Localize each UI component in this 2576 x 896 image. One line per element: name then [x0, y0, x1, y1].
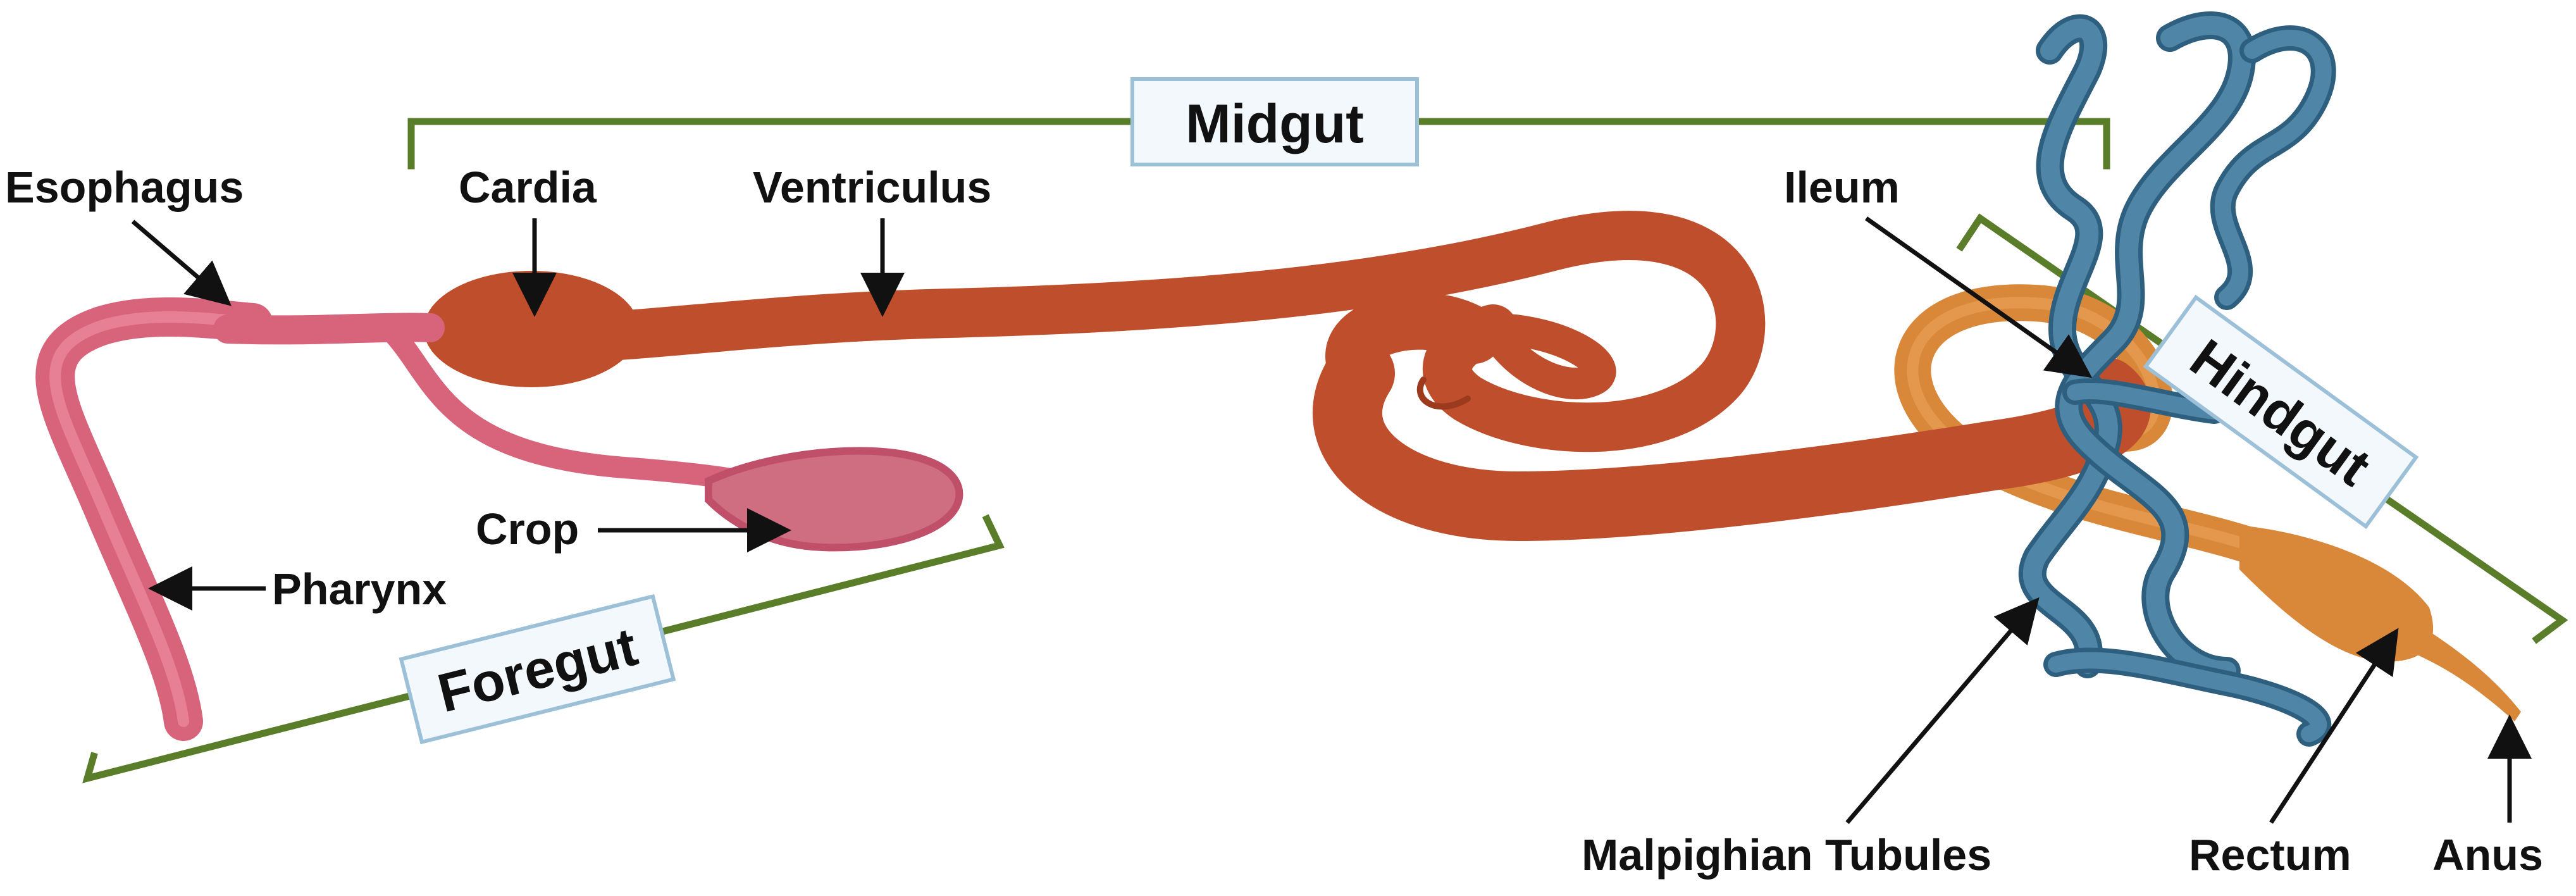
crop-label: Crop: [476, 504, 579, 554]
hindgut-tract: [1894, 284, 2521, 721]
pointer-arrows: [131, 216, 2532, 824]
malpighian-tubules-label: Malpighian Tubules: [1582, 830, 1991, 880]
esophagus-arrow: [131, 220, 232, 306]
anus-tip: [2410, 623, 2521, 721]
foregut-label-box: Foregut: [399, 594, 676, 745]
anus-label: Anus: [2432, 830, 2543, 880]
rectum-shape: [2239, 525, 2434, 662]
cardia-shape: [424, 271, 639, 387]
rectum-label: Rectum: [2189, 830, 2351, 880]
crop-shape: [705, 447, 963, 552]
malpighian-tubules-arrow: [1845, 597, 2040, 824]
esophagus-label: Esophagus: [5, 163, 244, 212]
malpighian-tubules: [2018, 11, 2336, 747]
midgut-label: Midgut: [1186, 94, 1364, 154]
ileum-label: Ileum: [1784, 163, 1900, 212]
ventriculus-label: Ventriculus: [753, 163, 991, 212]
midgut-label-box: Midgut: [1130, 77, 1419, 166]
pharynx-label: Pharynx: [272, 564, 447, 614]
cardia-label: Cardia: [459, 163, 597, 212]
ileum-arrow: [1864, 216, 2093, 378]
rectum-arrow: [2269, 628, 2399, 824]
